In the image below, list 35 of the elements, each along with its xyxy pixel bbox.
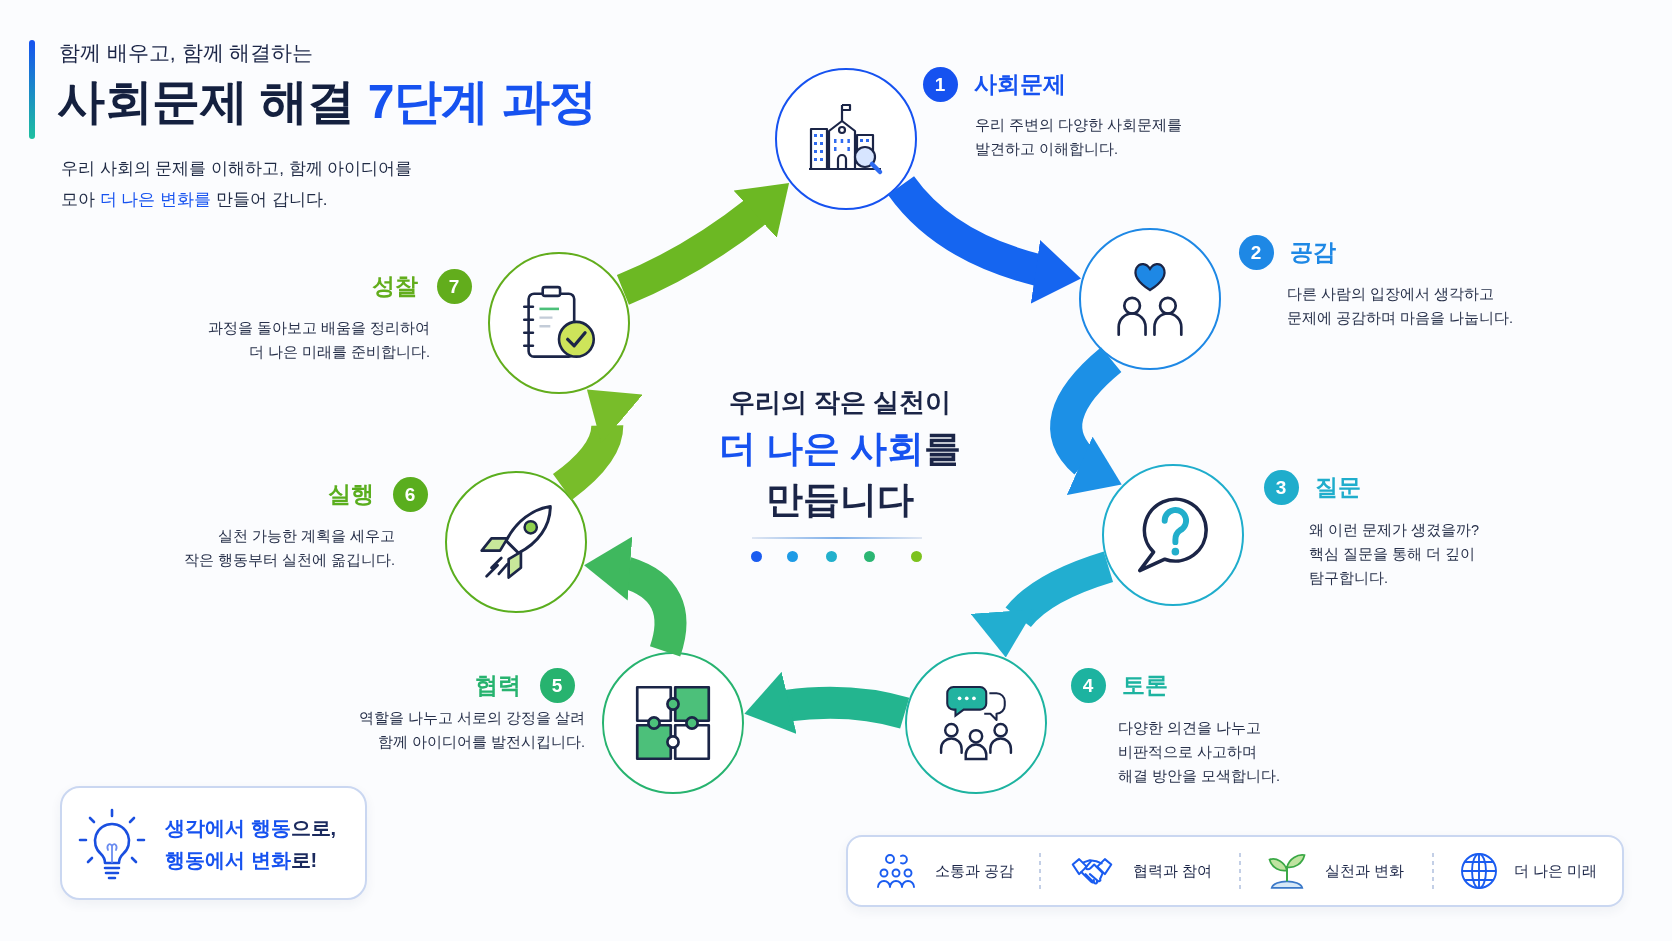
step-number: 6 [392,476,428,512]
step-title: 성찰 [372,272,418,301]
value-label: 실천과 변화 [1325,861,1405,881]
step-title: 공감 [1290,238,1336,267]
value-label: 협력과 참여 [1133,861,1213,881]
step-title: 실행 [328,480,374,509]
cycle-arrow [888,175,1084,303]
step-description: 다른 사람의 입장에서 생각하고 문제에 공감하며 마음을 나눕니다. [1287,285,1515,328]
step-number: 7 [436,268,472,304]
page-title: 사회문제 해결 7단계 과정 [57,74,597,130]
step-number: 2 [1238,234,1274,270]
values-bar [846,835,1624,907]
step-number: 5 [539,667,575,703]
step-title: 질문 [1315,473,1361,502]
slogan-card [60,786,367,900]
step-number: 3 [1263,469,1299,505]
subtitle: 함께 배우고, 함께 해결하는 [59,40,314,66]
center-message: 우리의 작은 실천이 [727,386,953,419]
cycle-arrow [974,551,1114,658]
step-number: 1 [922,66,958,102]
step-description: 실천 가능한 계획을 세우고 작은 행동부터 실천에 옮깁니다. [182,527,395,570]
step-description: 왜 이런 문제가 생겼을까? 핵심 질문을 통해 더 깊이 탐구합니다. [1309,521,1481,588]
step-description: 역할을 나누고 서로의 강정을 살려 함께 아이디어를 발전시킵니다. [357,709,585,752]
center-message: 더 나은 사회를 만듭니다 [717,427,963,522]
step-title: 토론 [1122,671,1168,700]
step-description: 과정을 돌아보고 배움을 정리하여 더 나은 미래를 준비합니다. [206,319,430,362]
step-description: 다양한 의견을 나누고 비판적으로 사고하며 해결 방안을 모색합니다. [1118,719,1282,786]
slogan-text: 생각에서 행동으로, 행동에서 변화로! [165,816,338,873]
step-number: 4 [1070,667,1106,703]
intro-text: 우리 사회의 문제를 이해하고, 함께 아이디어를 모아 더 나은 변화를 만들어 갑니다. [61,158,414,211]
step-description: 우리 주변의 다양한 사회문제를 발견하고 이해합니다. [975,116,1184,159]
value-label: 소통과 공감 [935,861,1015,881]
step-title: 협력 [475,671,521,700]
value-label: 더 나은 미래 [1514,861,1598,881]
step-title: 사회문제 [974,70,1066,99]
